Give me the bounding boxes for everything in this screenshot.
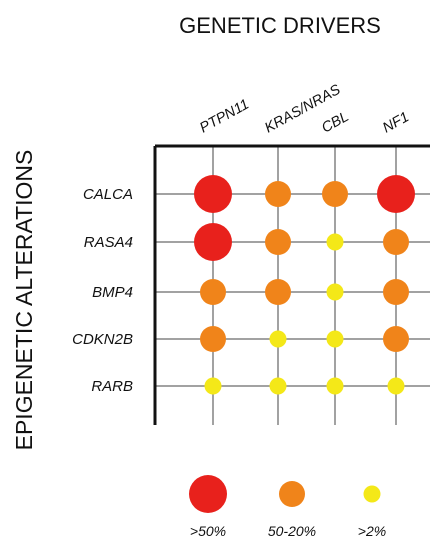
dot-rarb-cbl	[326, 377, 344, 395]
legend-swatch-2	[279, 481, 305, 507]
dot-rasa4-ptpn11	[194, 223, 232, 261]
dot-calca-nf1	[377, 175, 415, 213]
dot-rasa4-kras-nras	[265, 229, 291, 255]
row-label-calca: CALCA	[83, 186, 133, 203]
chart-title: GENETIC DRIVERS	[179, 13, 381, 38]
dot-cdkn2b-kras-nras	[269, 330, 287, 348]
dot-bmp4-cbl	[326, 283, 344, 301]
dot-rarb-kras-nras	[269, 377, 287, 395]
dot-calca-ptpn11	[194, 175, 232, 213]
dot-calca-cbl	[322, 181, 348, 207]
dot-bmp4-kras-nras	[265, 279, 291, 305]
column-label-ptpn11: PTPN11	[197, 96, 252, 136]
legend-label-3: >2%	[358, 523, 386, 539]
dot-bmp4-ptpn11	[200, 279, 226, 305]
dots	[194, 175, 415, 395]
column-label-nf1: NF1	[380, 109, 412, 136]
dot-rarb-nf1	[387, 377, 405, 395]
dot-cdkn2b-cbl	[326, 330, 344, 348]
legend-label-1: >50%	[190, 523, 226, 539]
dot-rasa4-nf1	[383, 229, 409, 255]
column-label-cbl: CBL	[319, 109, 351, 137]
row-label-rasa4: RASA4	[84, 234, 133, 251]
dot-cdkn2b-nf1	[383, 326, 409, 352]
dot-calca-kras-nras	[265, 181, 291, 207]
dot-cdkn2b-ptpn11	[200, 326, 226, 352]
legend: >50% 50-20% >2%	[189, 475, 386, 539]
legend-swatch-1	[189, 475, 227, 513]
legend-label-2: 50-20%	[268, 523, 316, 539]
dot-bmp4-nf1	[383, 279, 409, 305]
dot-rasa4-cbl	[326, 233, 344, 251]
y-axis-title: EPIGENETIC ALTERATIONS	[11, 150, 37, 451]
axes	[153, 144, 430, 425]
row-label-bmp4: BMP4	[92, 284, 133, 301]
row-label-rarb: RARB	[91, 378, 133, 395]
row-label-cdkn2b: CDKN2B	[72, 331, 133, 348]
legend-swatch-3	[363, 485, 381, 503]
dot-rarb-ptpn11	[204, 377, 222, 395]
